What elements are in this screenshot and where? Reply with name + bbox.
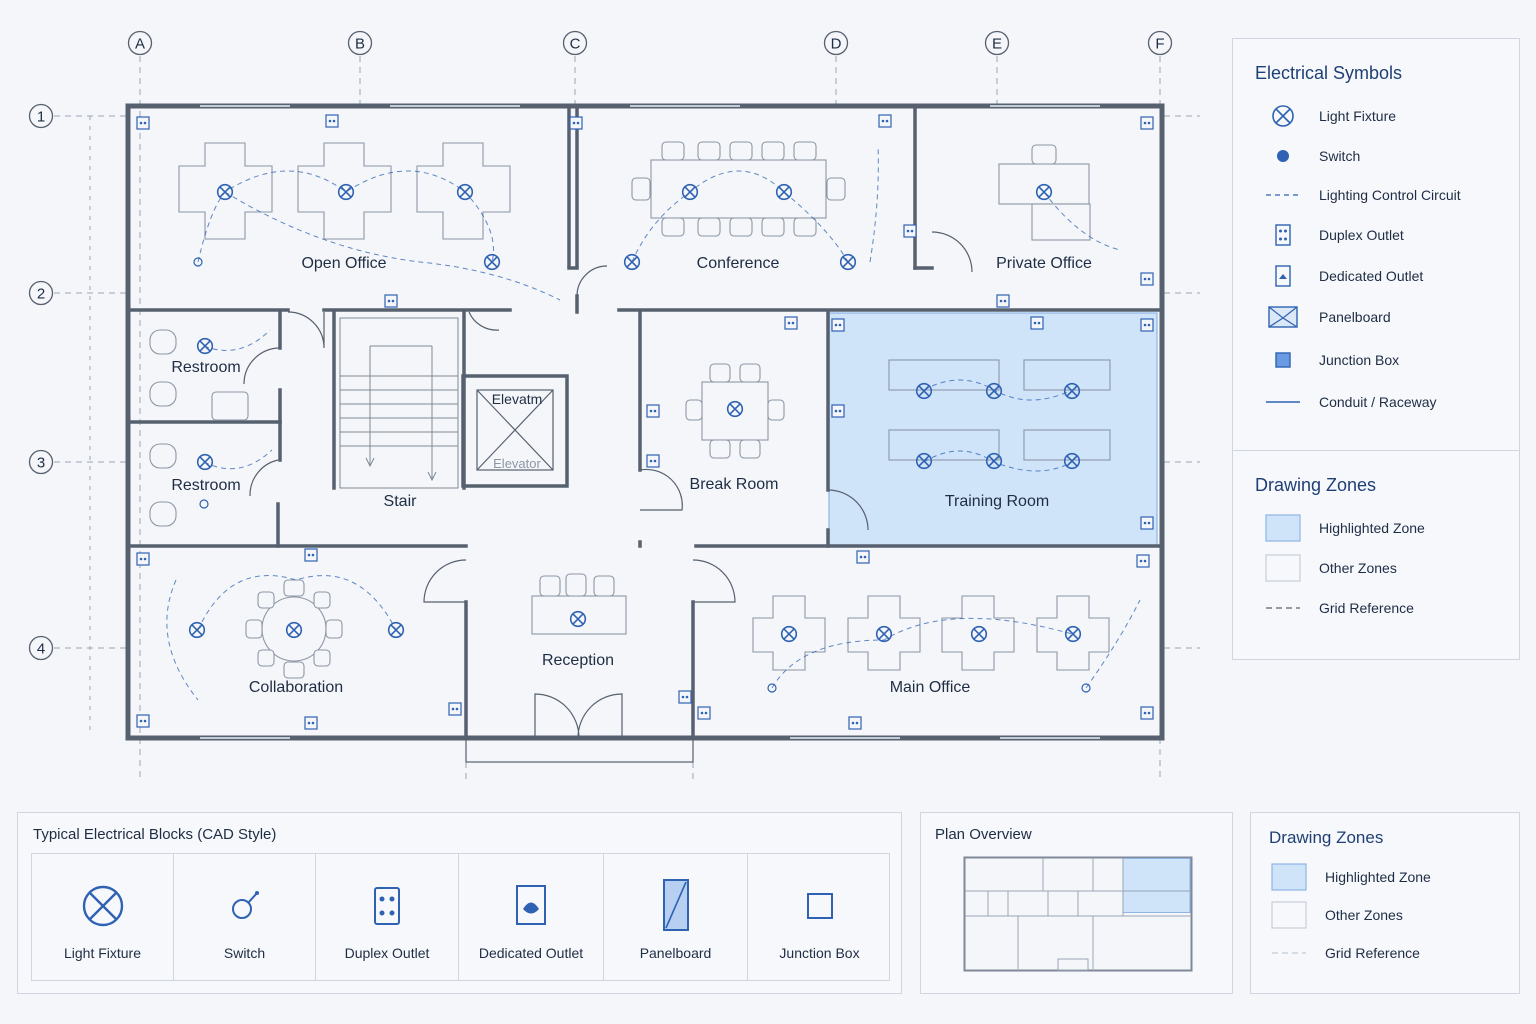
grid-bubble-a: A — [127, 30, 153, 56]
other-zones-swatch — [1263, 553, 1303, 583]
grid-bubble-e: E — [984, 30, 1010, 56]
typical-blocks-panel: Typical Electrical Blocks (CAD Style) Li… — [17, 812, 902, 994]
elevator-car — [476, 389, 554, 471]
grid-bubble-b: B — [347, 30, 373, 56]
block-switch[interactable]: Switch — [174, 854, 316, 980]
svg-text:D: D — [831, 36, 842, 53]
block-panelboard[interactable]: Panelboard — [604, 854, 748, 980]
duplex-outlet-icon — [1263, 220, 1303, 250]
room-label-reception: Reception — [542, 652, 614, 669]
block-light-fixture[interactable]: Light Fixture — [32, 854, 174, 980]
room-label-conference: Conference — [697, 255, 780, 272]
room-label-private-office: Private Office — [996, 255, 1092, 272]
dedicated-outlet-icon — [1263, 261, 1303, 291]
plan-overview-minimap[interactable] — [963, 856, 1193, 978]
drawing-zones-title-2: Drawing Zones — [1269, 828, 1384, 847]
dedicated-outlet-icon — [516, 885, 546, 925]
highlighted-zone-swatch — [1263, 513, 1303, 543]
room-label-open-office: Open Office — [301, 255, 386, 272]
stair — [339, 317, 459, 489]
room-label-elevator-top: Elevatm — [492, 391, 543, 407]
grid-reference-line — [1263, 593, 1303, 623]
room-label-restroom-2: Restroom — [171, 477, 240, 494]
svg-text:A: A — [135, 36, 145, 53]
plan-overview-title: Plan Overview — [935, 826, 1032, 843]
grid-bubble-c: C — [562, 30, 588, 56]
junction-box-icon — [806, 893, 833, 919]
grid-bubble-3: 3 — [28, 449, 54, 475]
conduit-raceway-icon — [1263, 387, 1303, 417]
svg-text:C: C — [570, 36, 581, 53]
legend-divider — [1233, 450, 1519, 451]
junction-box-icon — [1263, 345, 1303, 375]
doors — [243, 231, 973, 763]
grid-bubbles: A B C D E F 1 2 3 4 — [28, 30, 1173, 661]
windows — [200, 105, 1100, 739]
switch-icon — [1263, 141, 1303, 171]
panelboard-icon — [662, 879, 689, 931]
switch-icon — [231, 891, 259, 919]
svg-text:1: 1 — [37, 109, 45, 126]
block-duplex-outlet[interactable]: Duplex Outlet — [316, 854, 459, 980]
highlighted-zone-swatch — [1269, 862, 1309, 892]
typical-blocks-grid: Light Fixture Switch Duplex Outlet Dedic… — [31, 853, 890, 981]
block-dedicated-outlet[interactable]: Dedicated Outlet — [459, 854, 604, 980]
floor-plan: A B C D E F 1 2 3 4 — [28, 30, 1200, 782]
grid-bubble-1: 1 — [28, 103, 54, 129]
svg-text:3: 3 — [37, 455, 45, 472]
light-fixture-icon — [82, 885, 123, 927]
svg-text:B: B — [355, 36, 365, 53]
grid-bubble-4: 4 — [28, 635, 54, 661]
svg-text:4: 4 — [37, 641, 45, 658]
room-label-restroom-1: Restroom — [171, 359, 240, 376]
lighting-control-circuits — [166, 145, 1141, 701]
typical-blocks-title: Typical Electrical Blocks (CAD Style) — [33, 826, 277, 843]
room-label-main-office: Main Office — [890, 679, 971, 696]
grid-bubble-f: F — [1147, 30, 1173, 56]
plan-overview-panel: Plan Overview — [920, 812, 1233, 994]
svg-text:E: E — [992, 36, 1002, 53]
grid-bubble-2: 2 — [28, 280, 54, 306]
grid-bubble-d: D — [823, 30, 849, 56]
lighting-control-circuit-icon — [1263, 180, 1303, 210]
legend-panel: Electrical Symbols Light Fixture Switch … — [1232, 38, 1520, 660]
room-label-elevator-bottom: Elevator — [493, 456, 541, 471]
light-fixture-icon — [1263, 101, 1303, 131]
room-label-collaboration: Collaboration — [249, 679, 343, 696]
svg-text:2: 2 — [37, 286, 45, 303]
svg-text:F: F — [1155, 36, 1164, 53]
other-zones-swatch — [1269, 900, 1309, 930]
room-label-break-room: Break Room — [690, 476, 779, 493]
drawing-zones-title: Drawing Zones — [1255, 475, 1377, 495]
block-junction-box[interactable]: Junction Box — [748, 854, 891, 980]
walls — [125, 103, 1165, 741]
room-label-stair: Stair — [384, 493, 418, 510]
panelboard-icon — [1263, 302, 1303, 332]
drawing-zones-panel: Drawing Zones Highlighted Zone Other Zon… — [1250, 812, 1520, 994]
room-label-training-room: Training Room — [945, 493, 1049, 510]
room-labels: Open Office Conference Private Office Re… — [171, 255, 1092, 696]
electrical-symbols-title: Electrical Symbols — [1255, 63, 1403, 83]
grid-reference-line — [1269, 938, 1309, 968]
duplex-outlet-icon — [374, 887, 400, 925]
